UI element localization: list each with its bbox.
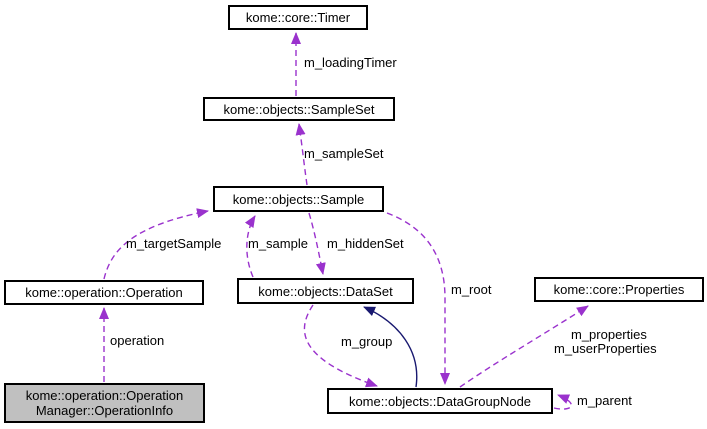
edge-label-m-group: m_group xyxy=(341,334,393,349)
edge-m-parent-selfloop xyxy=(553,394,572,410)
edge-label-m-targetSample: m_targetSample xyxy=(126,236,222,251)
edge-label-m-properties: m_properties xyxy=(571,327,647,342)
node-kome-objects-dataset[interactable]: kome::objects::DataSet xyxy=(237,278,414,304)
edge-m-hiddenSet xyxy=(308,212,326,275)
node-operationmanager-operationinfo[interactable]: kome::operation::Operation Manager::Oper… xyxy=(4,383,205,423)
node-kome-objects-datagroupnode[interactable]: kome::objects::DataGroupNode xyxy=(327,388,553,414)
node-kome-objects-sampleset[interactable]: kome::objects::SampleSet xyxy=(203,97,395,121)
node-kome-operation-operation[interactable]: kome::operation::Operation xyxy=(4,280,204,305)
edge-label-m-loadingTimer: m_loadingTimer xyxy=(304,55,397,70)
edge-inheritance-datagroupnode-dataset xyxy=(363,306,418,388)
edge-m-group xyxy=(303,304,378,388)
node-kome-core-properties[interactable]: kome::core::Properties xyxy=(534,277,704,302)
edge-label-m-sample: m_sample xyxy=(248,236,308,251)
node-kome-core-timer[interactable]: kome::core::Timer xyxy=(228,5,368,30)
edge-label-m-sampleSet: m_sampleSet xyxy=(304,146,384,161)
edge-label-m-userProperties: m_userProperties xyxy=(554,341,657,356)
edge-label-m-parent: m_parent xyxy=(577,393,632,408)
node-kome-objects-sample[interactable]: kome::objects::Sample xyxy=(213,186,384,212)
edge-m-root xyxy=(386,212,450,385)
edge-m-properties xyxy=(459,305,589,388)
edge-label-operation: operation xyxy=(110,333,165,348)
edge-m-sampleSet xyxy=(295,123,308,186)
node-operationinfo-line2: Manager::OperationInfo xyxy=(35,403,174,418)
edge-label-m-root: m_root xyxy=(451,282,492,297)
node-operationinfo-line1: kome::operation::Operation xyxy=(25,388,184,403)
edge-m-sample xyxy=(244,215,256,278)
edge-label-m-hiddenSet: m_hiddenSet xyxy=(327,236,404,251)
